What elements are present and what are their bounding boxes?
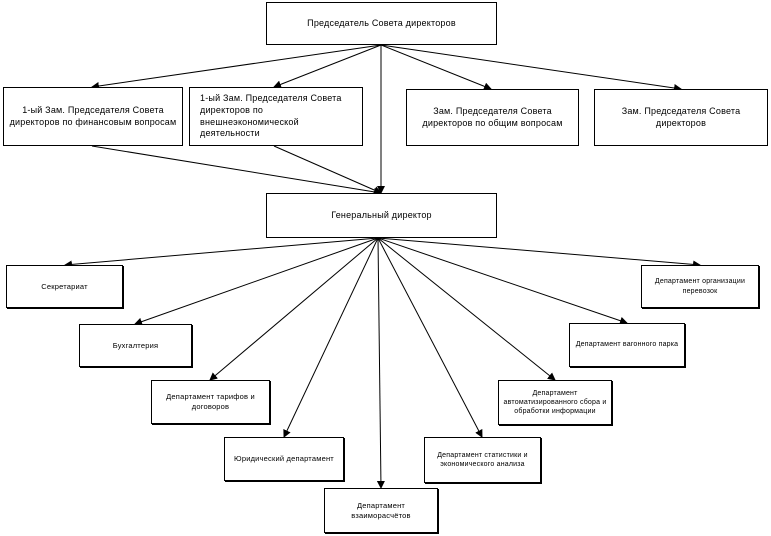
transport-organization-department-label: Департамент организации перевозок	[654, 278, 746, 295]
arrow-gendir-to-settlements	[376, 237, 385, 489]
wagon-fleet-department-label: Департамент вагонного парка	[575, 341, 679, 349]
arrow-chairman-to-deputy2	[273, 44, 382, 89]
accounting-label: Бухгалтерия	[112, 340, 159, 350]
deputy-label: Зам. Председателя Совета директоров	[621, 105, 741, 128]
arrow-gendir-to-automation	[377, 237, 556, 381]
chairman-box: Председатель Совета директоров	[266, 2, 497, 45]
secretariat-label: Секретариат	[41, 281, 88, 291]
accounting-box: Бухгалтерия	[79, 324, 192, 367]
arrow-chairman-to-deputy4	[380, 44, 682, 92]
wagon-fleet-department-box: Департамент вагонного парка	[569, 323, 685, 367]
tariffs-contracts-department-box: Департамент тарифов и договоров	[151, 380, 270, 424]
secretariat-box: Секретариат	[6, 265, 123, 308]
arrow-gendir-to-tariffs	[209, 237, 379, 381]
first-deputy-finance-box: 1-ый Зам. Председателя Совета директоров…	[3, 87, 183, 146]
deputy-general-affairs-box: Зам. Председателя Совета директоров по о…	[406, 89, 579, 146]
first-deputy-foreign-trade-box: 1-ый Зам. Председателя Совета директоров…	[189, 87, 363, 146]
deputy-general-affairs-label: Зам. Председателя Совета директоров по о…	[422, 105, 563, 128]
arrow-chairman-to-deputy1	[91, 44, 382, 90]
general-director-label: Генеральный директор	[331, 209, 432, 220]
chairman-label: Председатель Совета директоров	[307, 17, 456, 28]
legal-department-box: Юридический департамент	[224, 437, 344, 481]
deputy-box: Зам. Председателя Совета директоров	[594, 89, 768, 146]
arrow-gendir-to-transport	[377, 237, 701, 269]
settlements-department-box: Департамент взаиморасчётов	[324, 488, 438, 533]
statistics-economics-department-box: Департамент статистики и экономического …	[424, 437, 541, 483]
arrow-chairman-to-deputy3	[380, 44, 492, 91]
arrow-deputy2-to-gendir	[273, 145, 382, 194]
transport-organization-department-box: Департамент организации перевозок	[641, 265, 759, 308]
arrow-gendir-to-accounting	[134, 237, 379, 326]
arrow-gendir-to-secretariat	[64, 237, 379, 269]
first-deputy-foreign-trade-label: 1-ый Зам. Председателя Совета директоров…	[200, 93, 342, 139]
automation-department-label: Департамент автоматизированного сбора и …	[503, 389, 607, 416]
arrow-gendir-to-legal	[283, 237, 379, 438]
settlements-department-label: Департамент взаиморасчётов	[351, 500, 411, 520]
tariffs-contracts-department-label: Департамент тарифов и договоров	[166, 392, 255, 411]
general-director-box: Генеральный директор	[266, 193, 497, 238]
statistics-economics-department-label: Департамент статистики и экономического …	[437, 451, 528, 468]
legal-department-label: Юридический департамент	[234, 454, 334, 464]
automation-department-box: Департамент автоматизированного сбора и …	[498, 380, 612, 425]
first-deputy-finance-label: 1-ый Зам. Председателя Совета директоров…	[9, 104, 177, 127]
arrow-deputy1-to-gendir	[91, 145, 382, 196]
arrow-gendir-to-wagon	[377, 237, 628, 325]
arrow-gendir-to-statistics	[377, 237, 483, 438]
